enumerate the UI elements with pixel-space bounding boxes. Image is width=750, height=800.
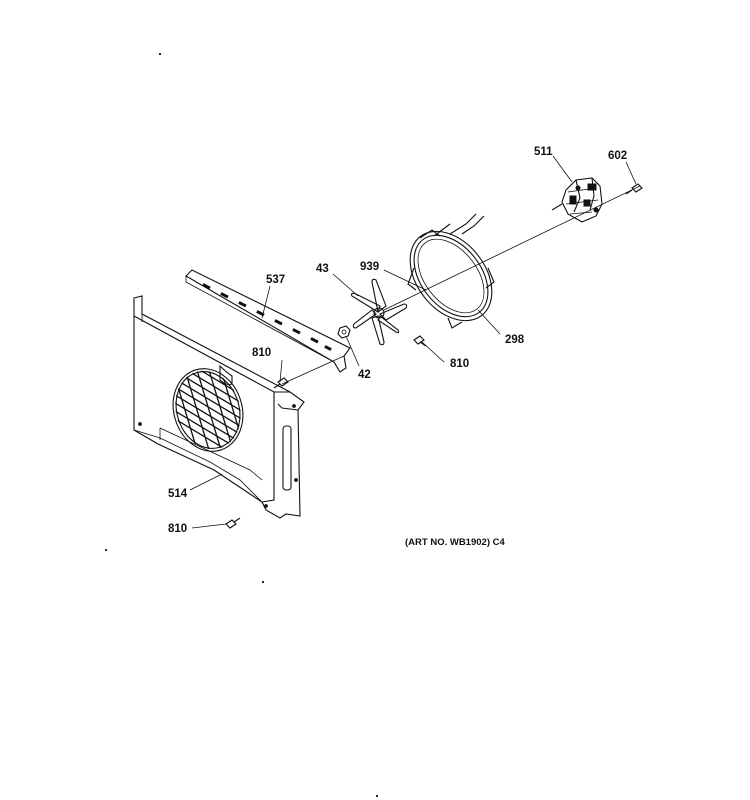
callout-810-upper: 810 (252, 347, 271, 359)
screw-810-ring (413, 335, 427, 347)
callout-514: 514 (168, 488, 188, 500)
fan-grille (165, 362, 251, 458)
screw-810-upper (273, 377, 289, 389)
callout-43: 43 (316, 263, 329, 275)
assembly-axis-line-2 (281, 355, 345, 385)
callout-810-lower: 810 (168, 523, 187, 535)
screw-810-lower (225, 517, 241, 529)
nut-42 (337, 325, 351, 339)
fan-blade-43 (350, 278, 408, 346)
motor-511 (551, 177, 603, 223)
bracket-strip-537 (185, 269, 351, 373)
callout-939: 939 (360, 261, 379, 273)
callout-810-ring: 810 (450, 358, 469, 370)
callout-42: 42 (358, 369, 371, 381)
callout-511: 511 (534, 146, 553, 158)
callout-602: 602 (608, 150, 627, 162)
heating-element-298 (407, 213, 495, 329)
leader-lines (189, 155, 637, 529)
callout-298: 298 (505, 334, 525, 346)
art-number-caption: (ART NO. WB1902) C4 (405, 537, 505, 548)
assembly-axis-line (383, 185, 641, 311)
callout-537: 537 (266, 274, 285, 286)
